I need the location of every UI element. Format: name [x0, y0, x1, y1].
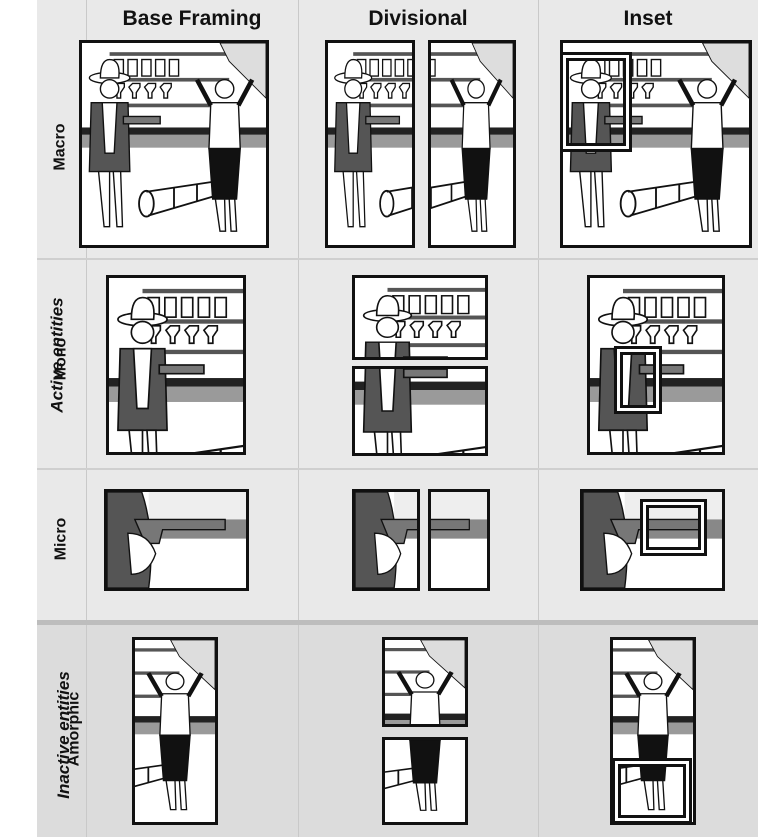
panel-micro-divisional-left [352, 489, 420, 591]
group-label-text: Active entities [48, 297, 68, 412]
group-label-active: Active entities [0, 345, 37, 365]
row-label-macro: Macro [37, 138, 85, 156]
inset-frame [620, 352, 656, 408]
panel-macro-base [79, 40, 269, 248]
column-header-inset: Inset [538, 2, 758, 36]
group-label-inactive: Inactive entities [0, 725, 37, 745]
panel-amorphic-divisional-top [382, 637, 468, 727]
group-label-text: Inactive entities [54, 671, 74, 799]
row-label-text: Macro [52, 123, 70, 170]
inset-frame [646, 505, 701, 550]
divider [298, 0, 299, 837]
row-label-micro: Micro [37, 530, 85, 548]
panel-mono-base [106, 275, 246, 455]
panel-macro-divisional-left [325, 40, 415, 248]
panel-mono-divisional-bottom [352, 366, 488, 456]
divider [37, 258, 758, 260]
divider [37, 620, 758, 625]
panel-amorphic-divisional-bottom [382, 737, 468, 825]
panel-micro-divisional-right [428, 489, 490, 591]
panel-amorphic-base [132, 637, 218, 825]
divider [37, 468, 758, 470]
panel-mono-divisional-top [352, 275, 488, 360]
inset-frame [566, 58, 626, 146]
panel-mono-inset [587, 275, 725, 455]
panel-macro-divisional-right [428, 40, 516, 248]
column-header-base-framing: Base Framing [86, 2, 298, 36]
inset-frame [618, 764, 686, 818]
row-label-text: Micro [52, 518, 70, 561]
panel-micro-base [104, 489, 249, 591]
column-header-divisional: Divisional [298, 2, 538, 36]
divider [538, 0, 539, 837]
